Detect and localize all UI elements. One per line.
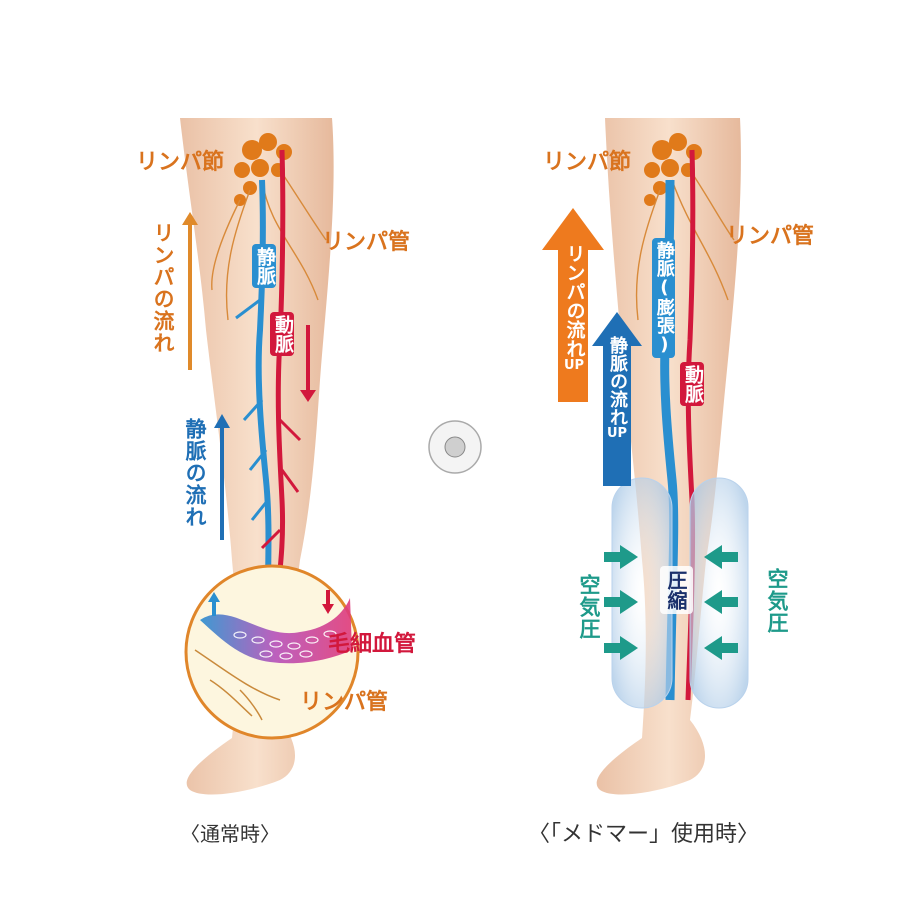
left-arrow-icon-2 bbox=[704, 590, 738, 614]
left-lymph-node-label: リンパ節 bbox=[136, 150, 225, 175]
air-pressure-right-label: 空気圧 bbox=[765, 568, 789, 634]
left-vein-label: 静脈 bbox=[252, 244, 276, 288]
vein-flow-up-suffix: UP bbox=[606, 426, 628, 441]
vein-dilation-label: 静脈(膨張) bbox=[652, 238, 675, 358]
inset-vein-up-arrow-icon bbox=[208, 592, 220, 616]
left-leg bbox=[180, 118, 334, 795]
compression-label: 圧縮 bbox=[660, 566, 693, 614]
left-artery-branches bbox=[260, 418, 302, 550]
left-artery bbox=[275, 149, 286, 591]
right-arrow-icon-1 bbox=[604, 545, 638, 569]
right-arrow-icon-2 bbox=[604, 590, 638, 614]
artery-flow-down-arrow-icon bbox=[300, 325, 316, 402]
right-arrow-icon-3 bbox=[604, 636, 638, 660]
right-artery-label: 動脈 bbox=[680, 362, 704, 406]
vein-flow-up-big-arrow-icon bbox=[592, 312, 642, 486]
medomar-caption: 〈「メドマー」使用時〉 bbox=[528, 822, 760, 847]
inset-lymph-vessel-label: リンパ管 bbox=[300, 690, 389, 715]
left-lymph-vessels bbox=[211, 169, 327, 321]
left-vein-flow-label: 静脈の流れ bbox=[183, 418, 207, 528]
inset-artery-down-arrow-icon bbox=[322, 590, 334, 614]
left-arrow-icon-3 bbox=[704, 636, 738, 660]
left-vein-branches bbox=[235, 298, 270, 521]
capillary-label: 毛細血管 bbox=[328, 632, 417, 657]
vein-flow-up-label: 静脈の流れ UP bbox=[603, 336, 631, 441]
left-artery-label: 動脈 bbox=[270, 312, 294, 356]
right-lymph-node-label: リンパ節 bbox=[543, 150, 632, 175]
lymph-flow-up-text: リンパの流れ bbox=[563, 244, 586, 358]
lymph-flow-up-arrow-icon bbox=[182, 212, 198, 370]
left-lymph-flow-label: リンパの流れ bbox=[151, 222, 175, 354]
lymph-flow-up-label: リンパの流れ UP bbox=[560, 244, 588, 373]
vein-flow-up-text: 静脈の流れ bbox=[607, 336, 628, 426]
lymph-flow-up-big-arrow-icon bbox=[542, 208, 604, 402]
circle-dot-icon bbox=[428, 420, 482, 474]
right-lymph-vessel-label: リンパ管 bbox=[726, 224, 815, 249]
vein-flow-up-arrow-icon bbox=[214, 414, 230, 540]
left-leg-body bbox=[180, 118, 334, 795]
left-lymph-vessel-label: リンパ管 bbox=[322, 230, 411, 255]
capillary-inset bbox=[184, 564, 360, 740]
air-pressure-left-label: 空気圧 bbox=[577, 574, 601, 640]
right-lymph-vessels bbox=[635, 169, 735, 321]
normal-caption: 〈通常時〉 bbox=[180, 822, 280, 846]
lymph-flow-up-suffix: UP bbox=[563, 358, 585, 373]
left-arrow-icon-1 bbox=[704, 545, 738, 569]
